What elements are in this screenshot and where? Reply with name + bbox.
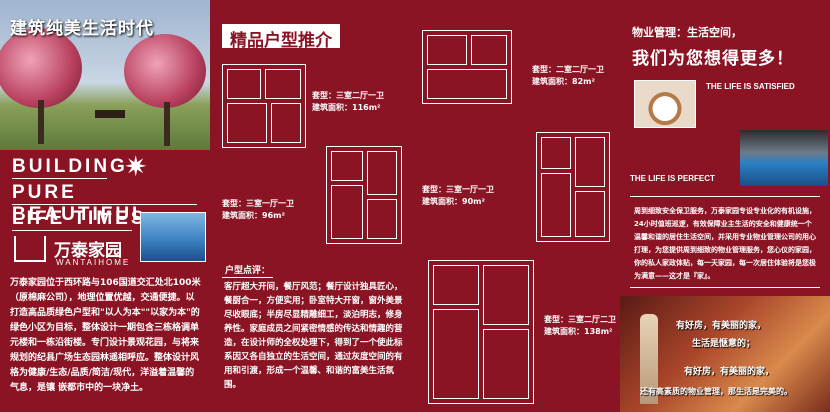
review-text: 客厅超大开间，餐厅风范；餐厅设计独具匠心，餐厨合一，方便实用；卧室特大开窗，窗外… — [224, 282, 403, 390]
blossom-tree-right — [124, 34, 206, 108]
blossom-tree-left — [0, 28, 82, 108]
coffee-cup-photo — [634, 80, 696, 128]
logo-chinese: 万泰家园 — [54, 241, 122, 261]
statue-photo: 有好房，有美丽的家， 生活是惬意的； 有好房，有美丽的家， 还有高素质的物业管理… — [620, 296, 830, 412]
star-icon: ✷ — [124, 150, 148, 183]
bench — [95, 110, 125, 118]
logo-english: WANTAIHOME — [56, 258, 131, 267]
hero-photo: 建筑纯美生活时代 — [0, 0, 210, 150]
english-line-3: LIFE TIMES — [12, 208, 147, 229]
floor-plan-2 — [422, 30, 512, 104]
plan-3-type: 套型：三室一厅一卫 — [222, 199, 294, 208]
service-text: 周到细致安全保卫服务，万泰家园专设专业化的有机设施，24小时值班巡逻，有效保障业… — [630, 196, 820, 288]
service-heading-1: 物业管理：生活空间， — [632, 26, 742, 39]
plan-5-type: 套型：三室二厅二卫 — [544, 315, 616, 324]
tagline-perfect: THE LIFE IS PERFECT — [630, 174, 715, 183]
plan-4-type: 套型：三室一厅一卫 — [422, 185, 494, 194]
hero-title: 建筑纯美生活时代 — [10, 19, 154, 39]
logo-icon — [14, 236, 46, 262]
floor-plan-5 — [428, 260, 534, 404]
plan-4-area: 建筑面积：90m² — [422, 197, 485, 206]
statue — [640, 314, 658, 404]
service-heading-2: 我们为您想得更多！ — [632, 49, 794, 69]
slogan-1: 有好房，有美丽的家， — [676, 321, 767, 331]
tagline-satisfied: THE LIFE IS SATISFIED — [706, 82, 795, 91]
plan-3-area: 建筑面积：96m² — [222, 211, 285, 220]
floor-plan-1 — [222, 64, 306, 148]
english-line-2: PURE BEAUTIFUL — [12, 182, 147, 225]
section-title: 精品户型推介 — [222, 24, 340, 51]
slogan-2: 生活是惬意的； — [692, 339, 756, 349]
floor-plan-3 — [326, 146, 402, 244]
intro-text: 万泰家园位于西环路与106国道交汇处北100米（原棉麻公司），地理位置优越，交通… — [10, 278, 201, 393]
pool-photo — [740, 130, 828, 186]
english-line-1: BUILDING — [12, 156, 128, 177]
plan-2-area: 建筑面积：82m² — [532, 77, 595, 86]
plan-1-area: 建筑面积：116m² — [312, 103, 381, 112]
plan-2-type: 套型：二室二厅一卫 — [532, 65, 604, 74]
middle-panel: 精品户型推介 套型：三室二厅一卫 建筑面积：116m² 套型：二室二厅一卫 建筑… — [210, 0, 620, 412]
right-panel: 物业管理：生活空间， 我们为您想得更多！ THE LIFE IS SATISFI… — [620, 0, 830, 412]
slogan-4: 还有高素质的物业管理，那生活是完美的。 — [640, 387, 792, 396]
pier-photo — [140, 212, 206, 262]
floor-plan-4 — [536, 132, 610, 242]
left-panel: 建筑纯美生活时代 BUILDING PURE BEAUTIFUL LIFE TI… — [0, 0, 210, 412]
plan-5-area: 建筑面积：138m² — [544, 327, 613, 336]
review-title: 户型点评： — [222, 262, 274, 278]
slogan-3: 有好房，有美丽的家， — [684, 367, 775, 377]
plan-1-type: 套型：三室二厅一卫 — [312, 91, 384, 100]
